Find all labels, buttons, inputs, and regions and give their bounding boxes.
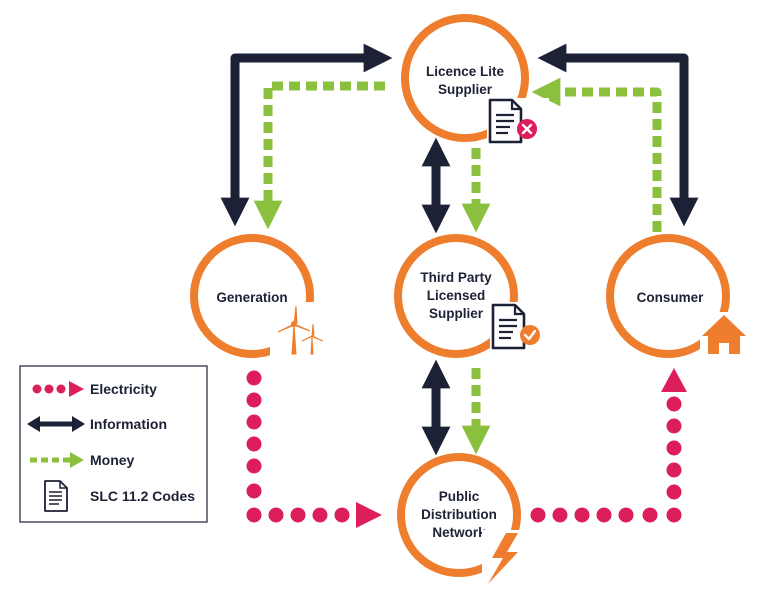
node-generation: Generation bbox=[190, 234, 328, 360]
node-label-line: Third Party bbox=[420, 270, 492, 285]
money-flows bbox=[253, 77, 662, 455]
node-label-line: Supplier bbox=[438, 82, 493, 97]
document-check-icon bbox=[490, 302, 546, 358]
node-label-line: Licensed bbox=[427, 288, 486, 303]
legend-item-money: Money bbox=[30, 452, 135, 468]
info-arrow-licence-consumer bbox=[537, 43, 699, 227]
node-label-line: Distribution bbox=[421, 507, 497, 522]
node-ring bbox=[606, 234, 730, 358]
legend-item-electricity: Electricity bbox=[32, 381, 157, 397]
legend-label-information: Information bbox=[90, 416, 167, 432]
node-ring bbox=[394, 234, 518, 358]
money-arrow-consumer-licence bbox=[531, 77, 662, 232]
electricity-arrow-generation-distribution bbox=[246, 370, 382, 528]
electricity-arrow-distribution-consumer bbox=[530, 368, 687, 523]
node-label-line: Public bbox=[439, 489, 480, 504]
info-arrow-licence-generation bbox=[220, 43, 393, 227]
node-third-party-licensed-supplier: Third Party Licensed Supplier bbox=[394, 234, 546, 358]
node-consumer: Consumer bbox=[606, 234, 748, 358]
lightning-bolt-icon bbox=[482, 530, 526, 586]
node-label-line: Licence Lite bbox=[426, 64, 505, 79]
node-label-line: Consumer bbox=[637, 290, 705, 305]
house-icon bbox=[700, 312, 748, 356]
legend: Electricity Information Money SLC 11.2 C… bbox=[19, 365, 208, 523]
node-label-line: Network bbox=[432, 525, 486, 540]
legend-item-codes: SLC 11.2 Codes bbox=[44, 480, 195, 512]
document-cross-icon bbox=[487, 98, 549, 150]
node-label-line: Supplier bbox=[429, 306, 484, 321]
node-licence-lite-supplier: Licence Lite Supplier bbox=[401, 14, 549, 150]
wind-turbine-icon bbox=[270, 302, 328, 360]
legend-label-money: Money bbox=[90, 452, 135, 468]
document-icon bbox=[44, 480, 68, 512]
legend-item-information: Information bbox=[27, 416, 167, 432]
legend-label-codes: SLC 11.2 Codes bbox=[90, 488, 195, 504]
node-public-distribution-network: Public Distribution Network bbox=[397, 453, 526, 586]
electricity-flows bbox=[246, 368, 687, 528]
node-label-line: Generation bbox=[216, 290, 287, 305]
legend-label-electricity: Electricity bbox=[90, 381, 157, 397]
information-flows bbox=[220, 43, 699, 456]
money-arrow-licence-generation bbox=[253, 81, 385, 230]
